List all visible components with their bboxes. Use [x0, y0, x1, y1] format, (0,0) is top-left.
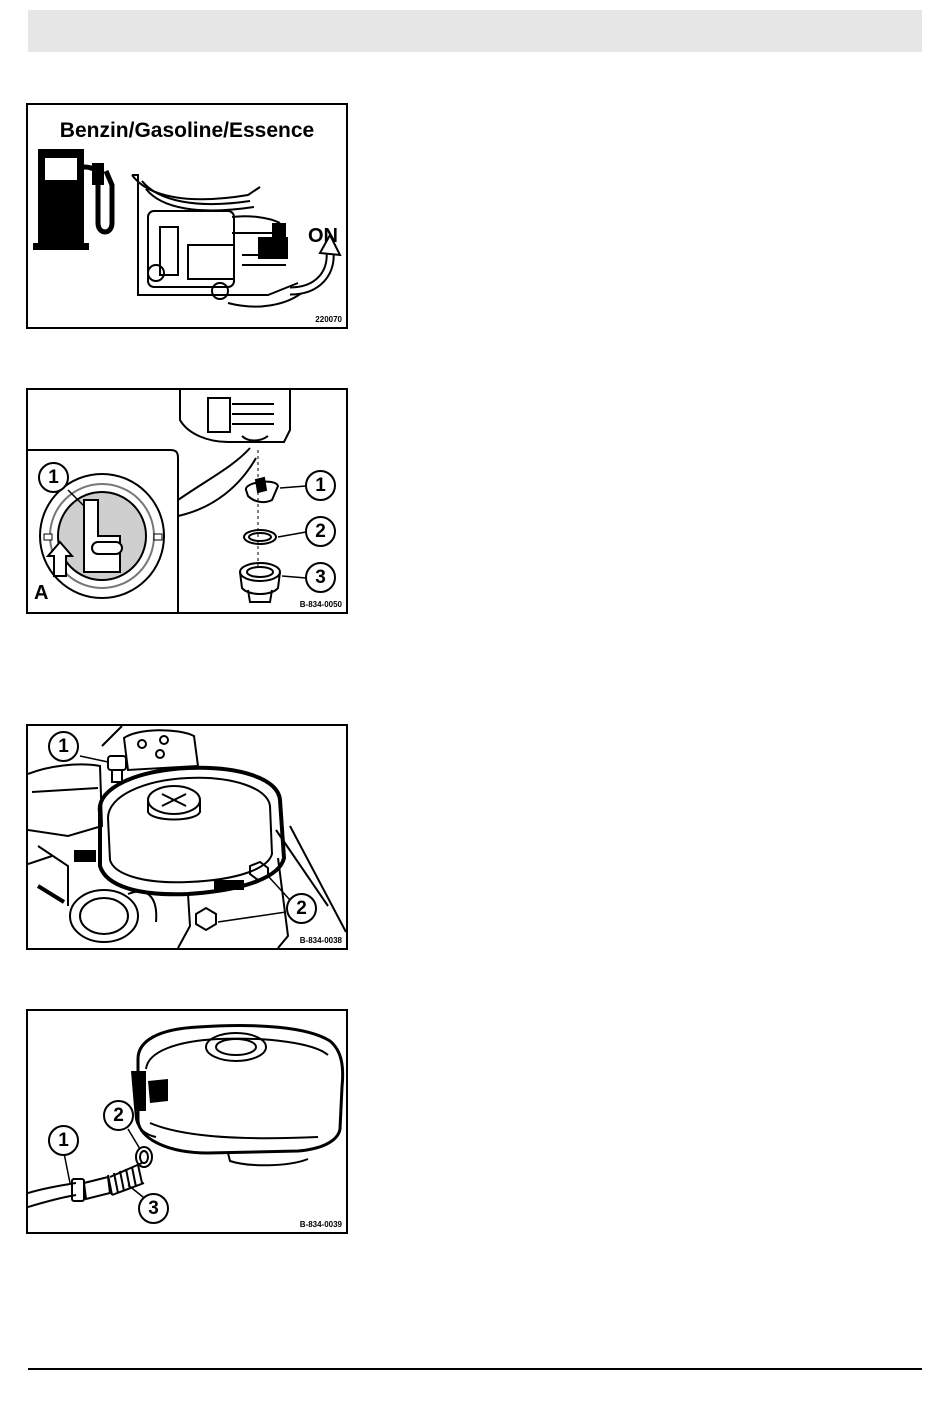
fuel-cock-illustration [28, 390, 346, 612]
footer-rule [28, 1368, 922, 1370]
figure-code: B-834-0039 [300, 1220, 342, 1229]
callout-3: 3 [305, 562, 336, 593]
figure-title: Benzin/Gasoline/Essence [28, 119, 346, 143]
callout-2: 2 [103, 1100, 134, 1131]
figure-code: B-834-0038 [300, 936, 342, 945]
on-label: ON [308, 225, 338, 248]
figure-code: 220070 [315, 315, 342, 324]
callout-2: 2 [286, 893, 317, 924]
callout-1: 1 [48, 1125, 79, 1156]
figure-code: B-834-0050 [300, 600, 342, 609]
callout-1-inset: 1 [38, 462, 69, 493]
figure-fuel-cock: 1 1 2 3 A B-834-0050 [26, 388, 348, 614]
callout-1: 1 [305, 470, 336, 501]
callout-2: 2 [305, 516, 336, 547]
callout-3: 3 [138, 1193, 169, 1224]
fuel-line-illustration [28, 1011, 346, 1232]
figure-tank-mounting: 1 2 B-834-0038 [26, 724, 348, 950]
header-bar [28, 10, 922, 52]
figure-fuel-valve: Benzin/Gasoline/Essence ON 220070 [26, 103, 348, 329]
callout-1: 1 [48, 731, 79, 762]
fuel-pump-icon [33, 149, 112, 250]
view-letter: A [34, 582, 48, 605]
figure-fuel-line: 1 2 3 B-834-0039 [26, 1009, 348, 1234]
